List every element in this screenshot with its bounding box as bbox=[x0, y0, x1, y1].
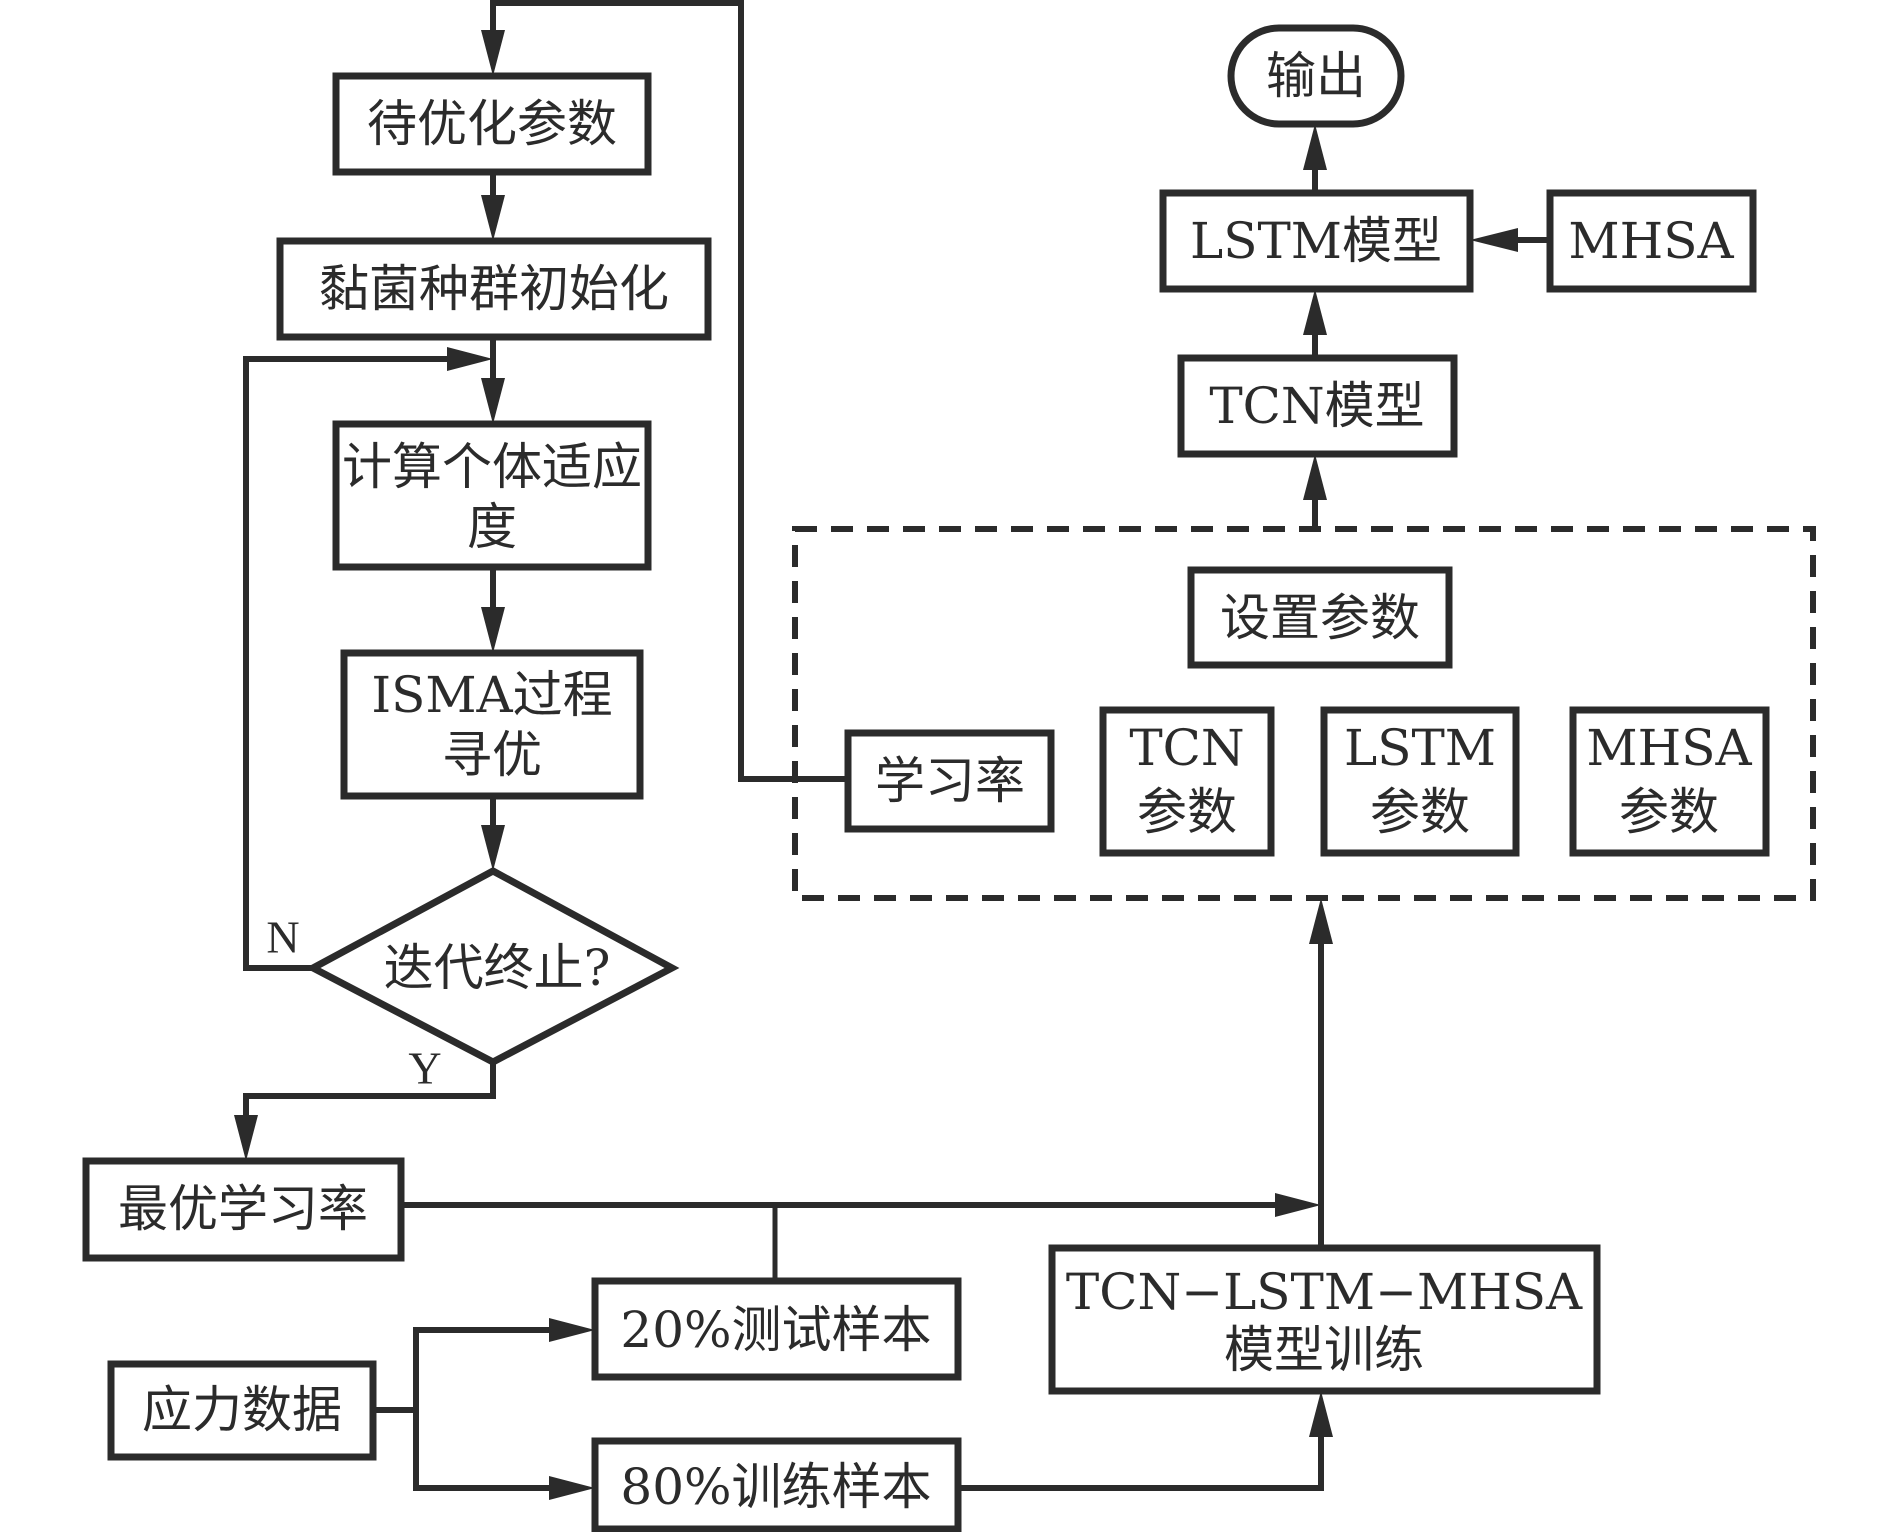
arrowhead-up-lstm bbox=[1303, 289, 1327, 335]
connector-train-to-model bbox=[958, 1409, 1324, 1491]
node-label-line2: 模型训练 bbox=[1224, 1321, 1424, 1379]
decision-iteration-end[interactable]: 迭代终止? bbox=[305, 867, 680, 1066]
node-label-line2: 参数 bbox=[1137, 783, 1237, 841]
node-tcn-model[interactable]: TCN模型 bbox=[1177, 354, 1458, 458]
arrowhead-down-fitness bbox=[481, 378, 505, 424]
arrowhead-right-optimal-lr bbox=[1275, 1193, 1321, 1217]
arrowhead-left-lstm bbox=[1470, 228, 1518, 252]
connector-split bbox=[413, 1327, 577, 1491]
node-compute-fitness[interactable]: 计算个体适应 度 bbox=[332, 420, 652, 571]
terminal-output[interactable]: 输出 bbox=[1227, 24, 1405, 128]
node-label-line1: 计算个体适应 bbox=[342, 438, 642, 496]
node-model-training[interactable]: TCN−LSTM−MHSA 模型训练 bbox=[1048, 1244, 1601, 1395]
node-label: 应力数据 bbox=[142, 1381, 342, 1439]
node-test-samples[interactable]: 20%测试样本 bbox=[591, 1277, 962, 1381]
arrowhead-up-tcn bbox=[1303, 454, 1327, 500]
node-isma-optimization[interactable]: ISMA过程 寻优 bbox=[340, 649, 644, 800]
node-mhsa-parameters[interactable]: MHSA 参数 bbox=[1569, 706, 1770, 857]
node-optimal-learning-rate[interactable]: 最优学习率 bbox=[82, 1157, 405, 1262]
connector-yes-path bbox=[243, 1062, 496, 1143]
node-label-line2: 参数 bbox=[1619, 783, 1719, 841]
arrowhead-down-decision bbox=[481, 825, 505, 871]
node-label-line2: 参数 bbox=[1370, 783, 1470, 841]
node-label-line2: 度 bbox=[467, 498, 517, 556]
node-learning-rate[interactable]: 学习率 bbox=[844, 729, 1055, 833]
no-branch-label: N bbox=[266, 912, 299, 963]
arrowhead-right-train bbox=[549, 1476, 595, 1500]
node-stress-data[interactable]: 应力数据 bbox=[107, 1360, 377, 1461]
node-lstm-model[interactable]: LSTM模型 bbox=[1159, 189, 1474, 293]
arrowhead-down-optimal-lr bbox=[234, 1115, 258, 1161]
arrowhead-down-init bbox=[481, 195, 505, 241]
connector-learning-rate-to-params bbox=[490, 0, 845, 782]
node-label-line1: ISMA过程 bbox=[371, 666, 612, 724]
parameter-group-dashed-frame bbox=[792, 526, 1816, 901]
node-label: TCN模型 bbox=[1209, 377, 1424, 435]
node-label: 最优学习率 bbox=[118, 1180, 368, 1238]
node-label: 待优化参数 bbox=[367, 95, 617, 153]
terminal-label: 输出 bbox=[1266, 47, 1366, 105]
node-set-parameters[interactable]: 设置参数 bbox=[1187, 566, 1453, 669]
node-label-line2: 寻优 bbox=[442, 726, 542, 784]
arrowhead-down-isma bbox=[481, 607, 505, 653]
arrowhead-up-training bbox=[1309, 1391, 1333, 1437]
arrowhead-right-loop bbox=[447, 347, 493, 371]
node-train-samples[interactable]: 80%训练样本 bbox=[591, 1437, 962, 1532]
node-params-to-optimize[interactable]: 待优化参数 bbox=[332, 72, 652, 176]
node-label: 80%训练样本 bbox=[620, 1458, 931, 1516]
node-label: 学习率 bbox=[875, 752, 1025, 810]
arrowhead-up-output bbox=[1303, 124, 1327, 170]
connector-no-loop bbox=[243, 356, 475, 971]
node-label-line1: TCN−LSTM−MHSA bbox=[1066, 1263, 1583, 1321]
node-label: 黏菌种群初始化 bbox=[319, 260, 669, 318]
node-slime-mould-init[interactable]: 黏菌种群初始化 bbox=[276, 237, 712, 341]
arrowhead-up-group bbox=[1309, 898, 1333, 944]
node-label-line1: MHSA bbox=[1586, 719, 1752, 777]
node-label: 20%测试样本 bbox=[620, 1301, 931, 1359]
node-label: 设置参数 bbox=[1220, 589, 1420, 647]
node-tcn-parameters[interactable]: TCN 参数 bbox=[1099, 706, 1275, 857]
decision-label: 迭代终止? bbox=[384, 939, 611, 997]
node-lstm-parameters[interactable]: LSTM 参数 bbox=[1320, 706, 1520, 857]
node-label-line1: LSTM bbox=[1344, 719, 1496, 777]
node-label: LSTM模型 bbox=[1190, 212, 1442, 270]
arrowhead-right-test bbox=[549, 1318, 595, 1342]
node-mhsa[interactable]: MHSA bbox=[1546, 189, 1757, 293]
node-label-line1: TCN bbox=[1129, 719, 1244, 777]
yes-branch-label: Y bbox=[408, 1043, 441, 1094]
arrowhead-down-params bbox=[481, 30, 505, 76]
node-label: MHSA bbox=[1568, 212, 1734, 270]
